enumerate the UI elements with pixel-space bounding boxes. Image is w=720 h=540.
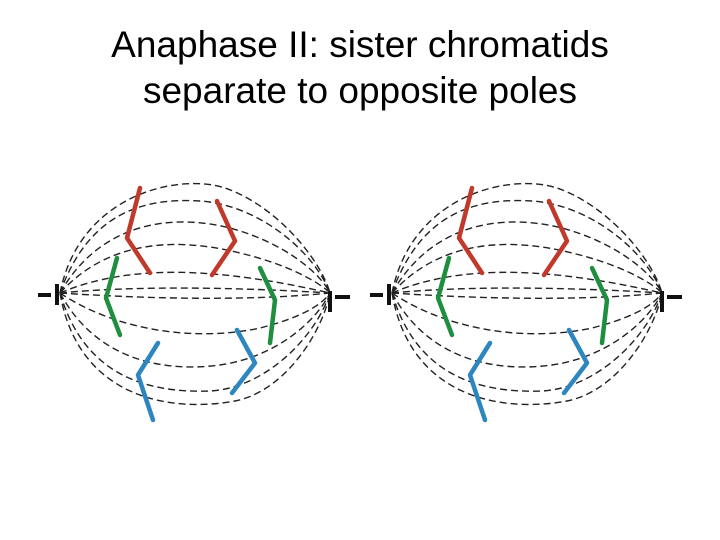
spindle-fiber — [59, 182, 331, 294]
right-pole-marker — [328, 291, 350, 312]
title-line-1: Anaphase II: sister chromatids — [111, 24, 609, 65]
spindle-fiber — [391, 287, 663, 294]
spindle-fiber — [59, 292, 331, 392]
spindle-fiber — [391, 292, 663, 368]
spindle-fiber — [391, 221, 663, 294]
green-chromatid-right — [257, 265, 278, 346]
green-chromatid-right — [589, 265, 610, 346]
blue-chromatid-right — [561, 327, 590, 396]
spindle-fiber — [391, 292, 663, 335]
spindle-fiber — [391, 199, 663, 294]
left-pole-marker — [370, 284, 391, 305]
blue-chromatid-left — [467, 340, 493, 423]
left-cell — [38, 182, 350, 423]
spindle-fiber — [59, 292, 331, 299]
red-chromatid-right — [209, 198, 238, 278]
blue-chromatid-left — [135, 340, 161, 423]
red-chromatid-left — [124, 185, 153, 276]
blue-chromatid-right — [229, 327, 258, 396]
spindle-fiber — [391, 292, 663, 406]
spindle-fiber — [391, 243, 663, 294]
red-chromatid-right — [541, 198, 570, 278]
spindle-fiber — [391, 182, 663, 294]
right-cell — [370, 182, 682, 423]
spindle-fiber — [59, 221, 331, 294]
right-pole-marker — [660, 291, 682, 312]
spindle-fiber — [391, 292, 663, 392]
spindle-fiber — [59, 292, 331, 406]
left-pole-marker — [38, 284, 59, 305]
red-chromatid-left — [456, 185, 485, 276]
slide-title: Anaphase II: sister chromatids separate … — [0, 22, 720, 114]
spindle-fiber — [59, 287, 331, 294]
spindle-fiber — [59, 243, 331, 294]
green-chromatid-left — [103, 255, 123, 338]
title-line-2: separate to opposite poles — [142, 70, 578, 111]
cells-layer — [38, 182, 682, 423]
spindle-fiber — [59, 292, 331, 335]
spindle-fiber — [391, 271, 663, 294]
spindle-fiber — [59, 292, 331, 368]
spindle-fiber — [59, 271, 331, 294]
spindle-fiber — [59, 199, 331, 294]
green-chromatid-left — [435, 255, 455, 338]
spindle-fiber — [391, 292, 663, 299]
